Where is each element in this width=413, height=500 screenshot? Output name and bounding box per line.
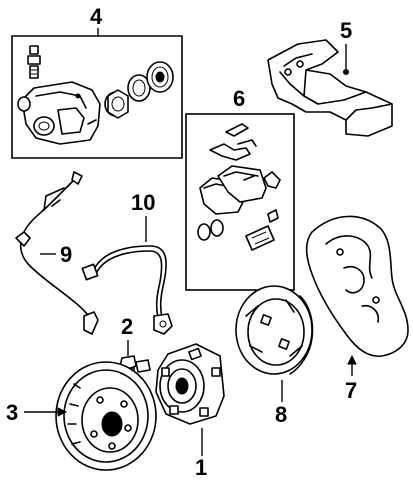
callout-9: 9 (60, 242, 72, 267)
anti-rattle-clips (209, 123, 257, 161)
brake-pads (199, 165, 267, 215)
caliper-group: 4 (11, 4, 183, 159)
parking-brake-shoe: 8 (235, 285, 314, 427)
wear-indicator (245, 225, 275, 251)
dust-shield: 7 (305, 215, 409, 403)
callout-7: 7 (345, 378, 357, 403)
piston-seals (127, 61, 174, 102)
caliper-body (17, 81, 101, 145)
callout-1: 1 (195, 455, 207, 480)
bleeder-screw (27, 45, 41, 79)
o-rings (197, 219, 224, 241)
callout-4: 4 (90, 4, 103, 29)
pad-shims (263, 171, 281, 223)
callout-5: 5 (340, 18, 352, 43)
callout-10: 10 (131, 190, 155, 215)
caliper-box (11, 35, 183, 159)
caliper-piston (104, 89, 129, 119)
abs-sensor: 9 (15, 171, 99, 335)
callout-6: 6 (233, 86, 245, 111)
brake-rotor: 3 (6, 361, 157, 471)
callout-8: 8 (275, 402, 287, 427)
wheel-stud: 2 (119, 314, 151, 375)
hub-bearing: 1 (155, 343, 225, 480)
callout-2: 2 (121, 314, 133, 339)
caliper-bracket: 5 (267, 18, 393, 137)
pad-kit-group: 6 (185, 86, 295, 291)
brake-hose: 10 (81, 190, 173, 335)
pad-kit-box (185, 113, 295, 291)
callout-3: 3 (6, 400, 18, 425)
